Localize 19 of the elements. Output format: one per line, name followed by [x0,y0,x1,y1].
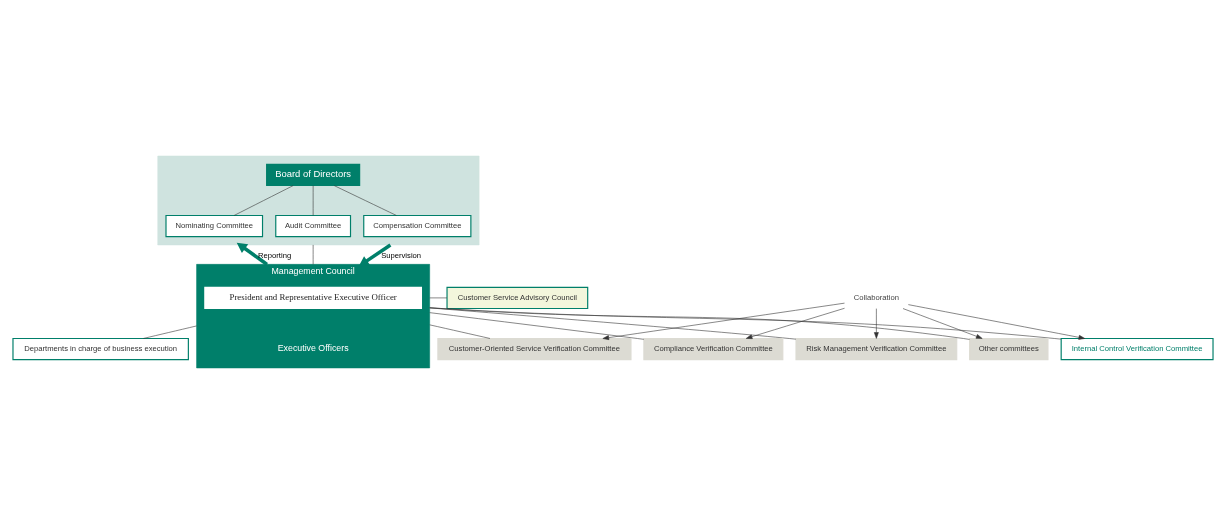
connector [233,185,294,216]
connector [429,312,645,340]
connector [429,297,448,299]
connector [312,244,314,265]
arrow [745,307,845,339]
arrow [602,302,845,340]
arrow [902,308,983,339]
connector [143,325,197,339]
arrow [236,242,269,266]
arrow [874,308,879,339]
arrow [358,243,392,267]
cluster [157,155,480,246]
connector [333,185,397,216]
connector [429,307,797,340]
arrow [908,304,1086,340]
node-box: Board of Directors [266,163,361,187]
connector [312,185,314,216]
node-box: President and Representative Executive Officer [204,286,422,310]
connector [429,324,491,339]
